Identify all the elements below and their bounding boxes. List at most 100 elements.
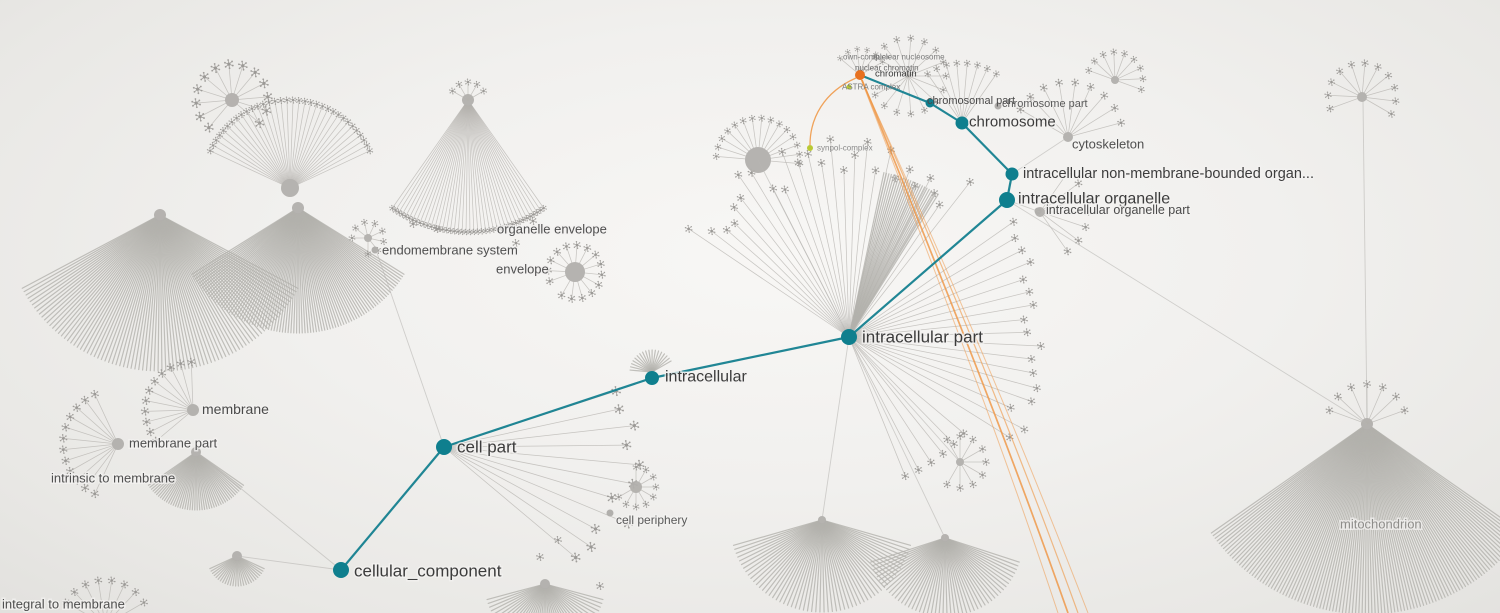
- cluster-node[interactable]: [364, 234, 372, 242]
- leaf-flower-icon: [277, 96, 285, 104]
- leaf-flower-icon: [107, 576, 116, 585]
- leaf-flower-icon: [880, 102, 888, 110]
- leaf-flower-icon: [238, 111, 245, 119]
- leaf-flower-icon: [966, 177, 975, 186]
- leaf-flower-icon: [921, 106, 928, 114]
- leaf-flower-icon: [736, 193, 745, 202]
- cluster-node[interactable]: [1111, 76, 1119, 84]
- label-chromatin[interactable]: chromatin: [875, 69, 917, 80]
- label-endomembrane-system[interactable]: endomembrane system: [381, 241, 520, 259]
- leaf-flower-icon: [839, 166, 848, 175]
- leaf-flower-icon: [520, 216, 527, 224]
- label-chromosome[interactable]: chromosome: [968, 112, 1058, 132]
- cluster-fan: [848, 217, 1045, 442]
- label-own-complex[interactable]: own-complex: [843, 53, 890, 62]
- label-membrane-part[interactable]: membrane part: [128, 434, 220, 452]
- cluster-node[interactable]: [187, 404, 199, 416]
- label-envelope[interactable]: envelope: [495, 260, 551, 278]
- label-intracellular-part[interactable]: intracellular part: [861, 326, 985, 348]
- label-cell-periphery[interactable]: cell periphery: [615, 512, 689, 529]
- cluster-node[interactable]: [606, 509, 614, 517]
- layer-labels: cellular_component cell part intracellular…: [1, 53, 1424, 613]
- label-cell-part[interactable]: cell part: [456, 436, 519, 458]
- leaf-flower-icon: [480, 87, 487, 95]
- cluster-fan: [348, 218, 387, 258]
- cluster-node[interactable]: [540, 579, 550, 589]
- layer-orange-edges: [809, 77, 1089, 613]
- label-cytoskeleton[interactable]: cytoskeleton: [1071, 135, 1146, 153]
- cluster-node[interactable]: [154, 209, 166, 221]
- leaf-flower-icon: [94, 576, 103, 585]
- node-intracellular-organelle[interactable]: [999, 192, 1015, 208]
- cluster-node[interactable]: [994, 102, 1002, 110]
- leaf-flower-icon: [1063, 247, 1072, 256]
- leaf-flower-icon: [789, 133, 797, 141]
- node-astra-complex[interactable]: [846, 84, 852, 90]
- cluster-node[interactable]: [630, 481, 642, 493]
- leaf-flower-icon: [1110, 103, 1119, 112]
- leaf-flower-icon: [570, 552, 581, 563]
- node-cellular-component[interactable]: [333, 562, 349, 578]
- leaf-flower-icon: [490, 226, 497, 233]
- cluster-node[interactable]: [371, 246, 379, 254]
- label-chromosome-part[interactable]: chromosome part: [1002, 98, 1088, 110]
- leaf-flower-icon: [199, 71, 210, 82]
- leaf-flower-icon: [1324, 91, 1332, 99]
- label-chromosomal-part[interactable]: chromosomal part: [927, 95, 1015, 107]
- leaf-flower-icon: [449, 87, 456, 95]
- leaf-flower-icon: [863, 137, 872, 146]
- node-intracellular-nmb-organelle[interactable]: [1005, 167, 1019, 181]
- cluster-node[interactable]: [1357, 92, 1367, 102]
- layer-highlight-path: [340, 73, 1014, 571]
- node-intracellular[interactable]: [645, 371, 659, 385]
- leaf-flower-icon: [1081, 223, 1090, 232]
- label-intracellular-nmb-organelle[interactable]: intracellular non-membrane-bounded organ…: [1022, 165, 1316, 184]
- cluster-fan: [615, 463, 660, 511]
- leaf-flower-icon: [553, 247, 562, 256]
- leaf-flower-icon: [974, 61, 981, 69]
- leaf-flower-icon: [204, 122, 214, 133]
- cluster-node[interactable]: [565, 262, 585, 282]
- cluster-fan: [140, 357, 199, 446]
- leaf-flower-icon: [81, 580, 90, 589]
- leaf-flower-icon: [907, 110, 915, 118]
- label-intracellular[interactable]: intracellular: [664, 367, 749, 387]
- leaf-flower-icon: [557, 291, 566, 300]
- cluster-node[interactable]: [292, 202, 304, 214]
- node-intracellular-part[interactable]: [841, 329, 857, 345]
- leaf-flower-icon: [371, 220, 379, 228]
- leaf-flower-icon: [191, 98, 201, 109]
- node-cell-part[interactable]: [436, 439, 452, 455]
- label-intracellular-organelle[interactable]: intracellular organelle: [1017, 189, 1172, 209]
- node-synpol-complex[interactable]: [807, 145, 813, 151]
- leaf-flower-icon: [206, 147, 214, 155]
- leaf-flower-icon: [473, 80, 481, 88]
- leaf-flower-icon: [722, 225, 731, 234]
- label-mitochondrion[interactable]: mitochondrion: [1339, 515, 1424, 533]
- label-nuclear-chromatin[interactable]: nuclear chromatin: [855, 64, 919, 73]
- label-intrinsic-to-membrane[interactable]: intrinsic to membrane: [50, 469, 177, 487]
- cluster-node[interactable]: [281, 179, 299, 197]
- cluster-node[interactable]: [112, 438, 124, 450]
- cluster-node[interactable]: [225, 93, 239, 107]
- node-chromosomal-part[interactable]: [925, 98, 935, 108]
- label-intracellular-organelle-part[interactable]: intracellular organelle part: [1045, 202, 1192, 219]
- leaf-flower-icon: [470, 228, 478, 236]
- leaf-flower-icon: [907, 34, 915, 42]
- label-integral-to-membrane[interactable]: integral to membrane: [1, 595, 127, 613]
- leaf-flower-icon: [1334, 392, 1342, 401]
- label-organelle-envelope[interactable]: organelle envelope: [496, 220, 609, 238]
- label-membrane[interactable]: membrane: [201, 400, 271, 419]
- label-synpol-complex[interactable]: synpol-complex: [817, 144, 873, 153]
- node-chromatin[interactable]: [855, 70, 865, 80]
- label-nuclear-nucleosome[interactable]: nuclear nucleosome: [873, 53, 945, 62]
- label-astra-complex[interactable]: ASTRA complex: [842, 83, 900, 92]
- leaf-flower-icon: [724, 127, 731, 135]
- leaf-flower-icon: [854, 46, 861, 53]
- label-cellular-component[interactable]: cellular_component: [353, 560, 504, 582]
- leaf-flower-icon: [66, 412, 75, 422]
- node-chromosome[interactable]: [955, 116, 969, 130]
- leaf-flower-icon: [233, 114, 240, 122]
